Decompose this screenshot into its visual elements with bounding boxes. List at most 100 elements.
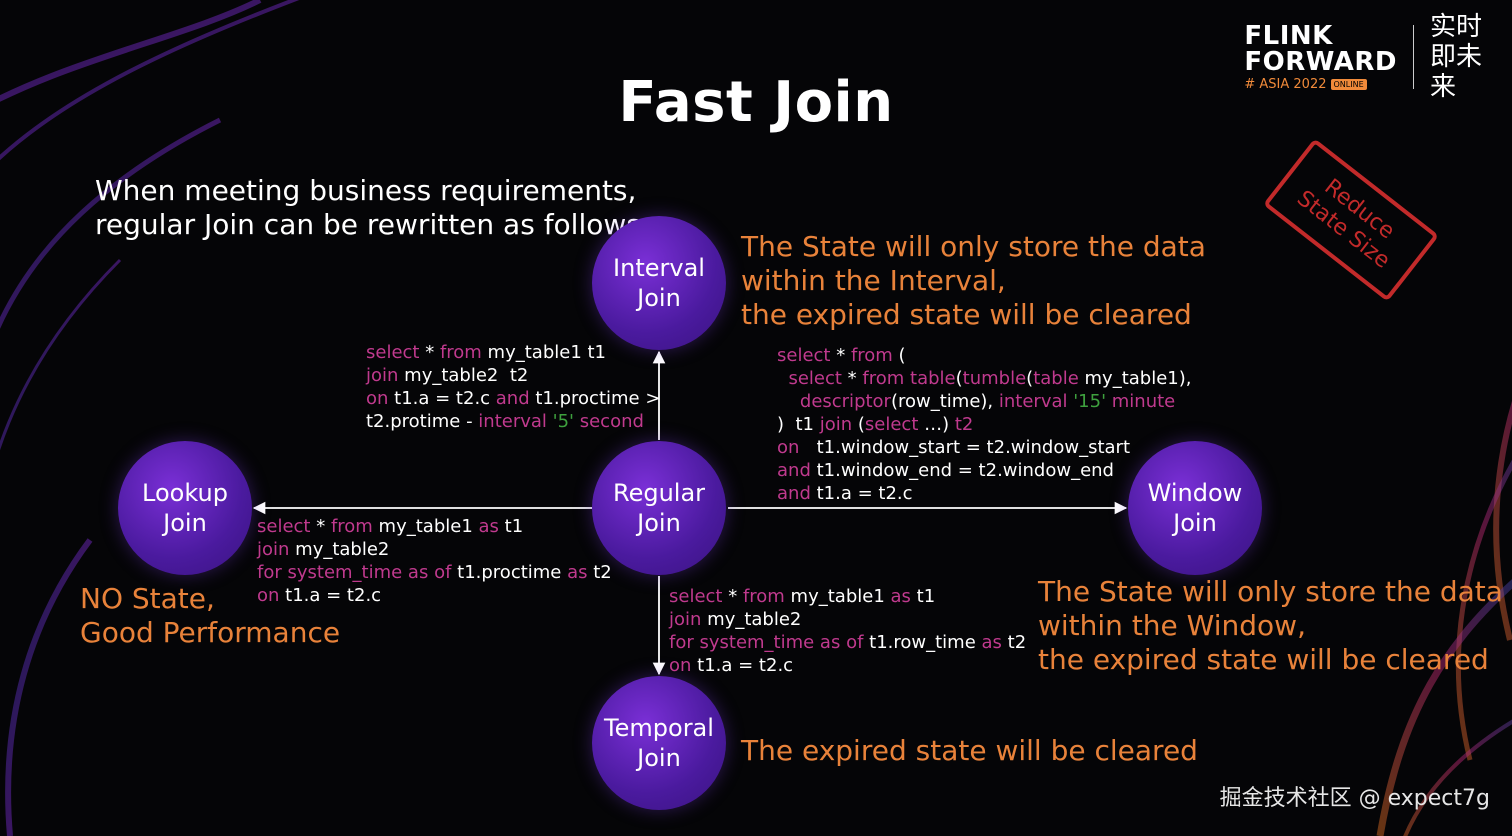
note-line: The expired state will be cleared: [741, 734, 1198, 767]
logo-event: # ASIA 2022: [1244, 76, 1327, 92]
node-regular-join: Regular Join: [592, 441, 726, 575]
note-line: The State will only store the data: [1038, 575, 1503, 608]
code-text: t2: [587, 562, 612, 583]
code-line: select * from table(tumble(table my_tabl…: [777, 367, 1191, 390]
code-keyword: as: [890, 586, 911, 607]
code-keyword: t2: [954, 414, 974, 435]
code-text: t2: [1001, 632, 1027, 653]
code-text: ) t1: [777, 414, 820, 435]
code-text: t1.window_end = t2.window_end: [810, 460, 1114, 481]
code-text: my_table1: [784, 586, 891, 607]
note-line: within the Interval,: [741, 264, 1006, 297]
code-line: on t1.window_start = t2.window_start: [777, 436, 1191, 459]
code-text: t1.a = t2.c: [810, 483, 913, 504]
logo-divider: [1413, 25, 1414, 89]
code-keyword: select: [669, 586, 723, 607]
note-line: within the Window,: [1038, 609, 1306, 642]
code-line: ) t1 join (select …) t2: [777, 413, 1191, 436]
note-line: NO State,: [80, 582, 215, 615]
code-keyword: from: [742, 586, 785, 607]
node-label: Window Join: [1147, 479, 1243, 537]
code-keyword: interval: [998, 391, 1068, 412]
code-line: and t1.window_end = t2.window_end: [777, 459, 1191, 482]
code-text: *: [830, 345, 851, 366]
code-text: t1.a = t2.c: [388, 388, 496, 409]
code-text: t1.proctime: [451, 562, 568, 583]
code-keyword: and: [495, 388, 530, 409]
code-text: *: [419, 342, 440, 363]
code-line: select * from my_table1 t1: [366, 341, 660, 364]
code-text: t1.proctime >: [529, 388, 661, 409]
code-keyword: select: [864, 414, 919, 435]
node-lookup-join: Lookup Join: [118, 441, 252, 575]
code-text: my_table1),: [1078, 368, 1192, 389]
code-keyword: from: [862, 368, 905, 389]
note-line: Good Performance: [80, 616, 341, 649]
logo-chinese-slogan: 实时即未来: [1430, 12, 1483, 102]
logo-line-forward: FORWARD: [1244, 46, 1397, 77]
code-text: *: [722, 586, 743, 607]
logo-line-flink: FLINK: [1244, 20, 1333, 51]
note-lookup: NO State, Good Performance: [80, 582, 340, 650]
code-text: (: [852, 414, 865, 435]
code-text: …): [918, 414, 955, 435]
note-line: the expired state will be cleared: [1038, 643, 1489, 676]
code-keyword: on: [366, 388, 389, 409]
intro-line: regular Join can be rewritten as follows: [95, 208, 641, 241]
code-string: '15': [1073, 391, 1107, 412]
code-keyword: join: [819, 414, 853, 435]
code-text: (row_time),: [890, 391, 999, 412]
code-keyword: from: [850, 345, 893, 366]
code-text: (: [892, 345, 906, 366]
code-text: t1.window_start = t2.window_start: [799, 437, 1131, 458]
note-line: The State will only store the data: [741, 230, 1206, 263]
code-keyword: as: [478, 516, 499, 537]
code-line: for system_time as of t1.proctime as t2: [257, 561, 612, 584]
code-keyword: select: [777, 368, 842, 389]
code-text: my_table1 t1: [481, 342, 607, 363]
logo-online-tag: ONLINE: [1330, 78, 1367, 90]
code-text: (: [1026, 368, 1034, 389]
code-keyword: as: [567, 562, 588, 583]
code-text: my_table2: [289, 539, 390, 560]
node-label: Interval Join: [613, 254, 705, 312]
code-text: t1.row_time: [863, 632, 982, 653]
code-line: t2.protime - interval '5' second: [366, 410, 660, 433]
node-label: Lookup Join: [142, 479, 228, 537]
code-keyword: table: [910, 368, 956, 389]
code-line: on t1.a = t2.c: [669, 654, 1026, 677]
code-keyword: join: [669, 609, 702, 630]
intro-line: When meeting business requirements,: [95, 174, 637, 207]
code-keyword: interval: [478, 411, 547, 432]
code-keyword: second: [574, 411, 644, 432]
note-temporal: The expired state will be cleared: [741, 734, 1198, 768]
note-interval: The State will only store the data withi…: [741, 230, 1206, 332]
node-label: Regular Join: [612, 479, 706, 537]
code-keyword: on: [777, 437, 800, 458]
code-keyword: on: [669, 655, 692, 676]
node-temporal-join: Temporal Join: [592, 676, 726, 810]
code-keyword: for system_time as of: [669, 632, 864, 653]
code-keyword: join: [257, 539, 290, 560]
code-text: t1.a = t2.c: [691, 655, 794, 676]
node-window-join: Window Join: [1128, 441, 1262, 575]
code-text: my_table2: [701, 609, 802, 630]
code-keyword: on: [257, 585, 280, 606]
code-line: for system_time as of t1.row_time as t2: [669, 631, 1026, 654]
code-text: (: [955, 368, 963, 389]
code-line: join my_table2: [257, 538, 612, 561]
code-line: select * from my_table1 as t1: [669, 585, 1026, 608]
code-text: t1: [498, 516, 524, 537]
code-keyword: for system_time as of: [257, 562, 452, 583]
code-keyword: and: [777, 460, 811, 481]
note-window: The State will only store the data withi…: [1038, 575, 1503, 677]
code-keyword: select: [777, 345, 831, 366]
code-line: join my_table2: [669, 608, 1026, 631]
code-text: my_table1: [372, 516, 479, 537]
code-text: my_table2 t2: [398, 365, 529, 386]
node-label: Temporal Join: [604, 714, 714, 772]
